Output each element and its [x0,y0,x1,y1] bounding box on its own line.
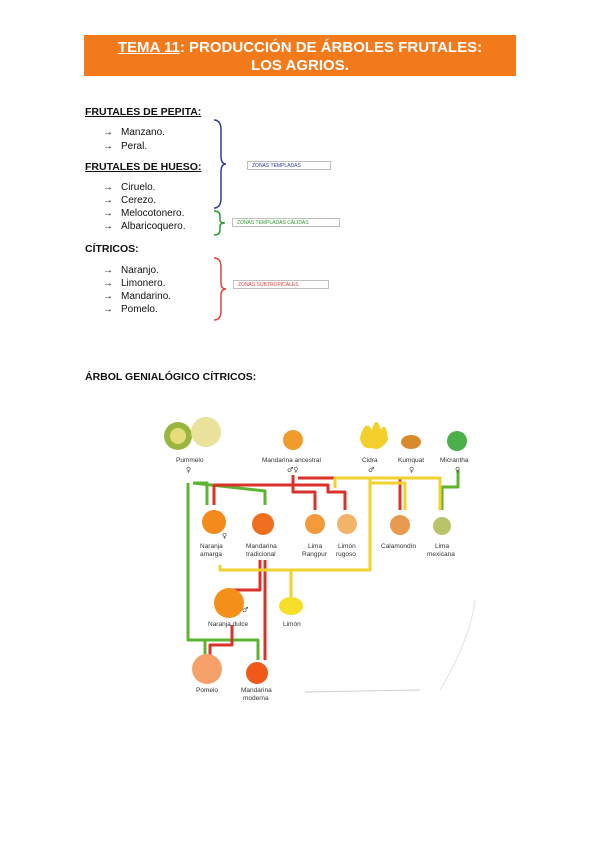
female-symbol: ♀ [409,466,414,474]
item-text: Ciruelo. [121,182,156,193]
arrow-icon: → [103,195,113,206]
title-banner: TEMA 11: PRODUCCIÓN DE ÁRBOLES FRUTALES:… [84,35,516,76]
fruit-mandarina-ancestral-icon [283,430,303,450]
list-item: → Ciruelo. [103,181,155,194]
label-mandarina-moderna-1: Mandarina [241,687,272,694]
fruit-calamondin-icon [390,515,410,535]
blue-brace-icon [213,119,227,209]
item-text: Limonero. [121,278,166,289]
fruit-micrantha-icon [447,431,467,451]
label-naranja-amarga-2: amarga [200,551,222,558]
scan-line [304,689,421,693]
fruit-lima-rangpur-icon [305,514,325,534]
arrow-icon: → [103,221,113,232]
arrow-icon: → [103,182,113,193]
tree-connections [186,470,460,660]
label-lima-mexicana-2: mexicana [427,551,455,558]
zone-subtropicales-tag: ZONAS SUBTROPICALES [233,280,329,289]
female-symbol: ♀ [455,466,460,474]
list-item: → Melocotonero. [103,207,184,220]
label-limon-rugoso-2: rugoso [336,551,356,558]
label-lima-rangpur-2: Rangpur [302,551,328,558]
heading-citricos: CÍTRICOS: [85,243,139,255]
fruit-lima-mexicana-icon [433,517,451,535]
fruit-mandarina-tradicional-icon [252,513,274,535]
heading-hueso: FRUTALES DE HUESO: [85,161,202,173]
label-mandarina-tradicional-1: Mandarina [246,543,277,550]
arrow-icon: → [103,278,113,289]
male-symbol: ♂ [242,606,248,614]
title-line-2: LOS AGRIOS. [251,57,349,74]
fruit-pomelo-icon [192,654,222,684]
label-lima-rangpur-1: Lima [308,543,322,550]
list-item: → Albaricoquero. [103,220,185,233]
list-item: → Naranjo. [103,264,159,277]
list-item: → Peral. [103,140,147,153]
male-symbol: ♂ [368,466,374,474]
fruit-naranja-amarga-icon [202,510,226,534]
title-text-1: : PRODUCCIÓN DE ÁRBOLES FRUTALES: [179,39,483,56]
arrow-icon: → [103,127,113,138]
title-tema: TEMA 11 [117,39,180,56]
item-text: Pomelo. [121,304,158,315]
list-item: → Limonero. [103,277,165,290]
label-pomelo: Pomelo [196,687,218,694]
item-text: Cerezo. [121,195,157,206]
title-line-1: TEMA 11: PRODUCCIÓN DE ÁRBOLES FRUTALES: [84,39,516,56]
female-symbol: ♀ [222,532,227,540]
label-naranja-amarga-1: Naranja [200,543,223,550]
label-kumquat: Kumquat [398,457,424,464]
item-text: Peral. [121,141,148,152]
list-item: → Pomelo. [103,303,158,316]
arrow-icon: → [103,208,113,219]
item-text: Melocotonero. [121,208,185,219]
label-micrantha: Micrantha [440,457,469,464]
item-text: Manzano. [121,127,165,138]
fruit-limon-icon [279,597,303,615]
label-limon-rugoso-1: Limón [338,543,356,550]
label-mandarina-moderna-2: moderna [243,695,269,702]
red-brace-icon [213,257,227,321]
item-text: Mandarino. [121,291,172,302]
list-item: → Cerezo. [103,194,156,207]
fruit-limon-rugoso-icon [337,514,357,534]
fruit-cidra-icon [360,422,388,449]
label-cidra: Cidra [362,457,378,464]
label-naranja-dulce: Naranja dulce [208,621,248,628]
list-item: → Manzano. [103,126,165,139]
fruit-mandarina-moderna-icon [246,662,268,684]
fruit-naranja-dulce-icon [214,588,244,618]
tree-heading: ÁRBOL GENIALÓGICO CÍTRICOS: [85,371,257,383]
both-symbol: ♂♀ [287,466,298,474]
heading-pepita: FRUTALES DE PEPITA: [85,106,202,118]
item-text: Albaricoquero. [121,221,186,232]
fruit-kumquat-icon [401,435,421,449]
label-lima-mexicana-1: Lima [435,543,449,550]
item-text: Naranjo. [121,265,159,276]
arrow-icon: → [103,304,113,315]
zone-templadas-calidas-tag: ZONAS TEMPLADAS CÁLIDAS [232,218,340,227]
label-pummelo: Pummelo [176,457,204,464]
female-symbol: ♀ [186,466,191,474]
arrow-icon: → [103,141,113,152]
label-limon: Limón [283,621,301,628]
arrow-icon: → [103,265,113,276]
label-mandarina-ancestral: Mandarina ancestral [262,457,321,464]
list-item: → Mandarino. [103,290,171,303]
label-calamondin: Calamondín [381,543,416,550]
arrow-icon: → [103,291,113,302]
green-brace-icon [213,210,226,236]
zone-templadas-tag: ZONAS TEMPLADAS [247,161,331,170]
label-mandarina-tradicional-2: tradicional [246,551,276,558]
scan-line [439,599,476,691]
fruit-pummelo-icon [164,417,221,450]
